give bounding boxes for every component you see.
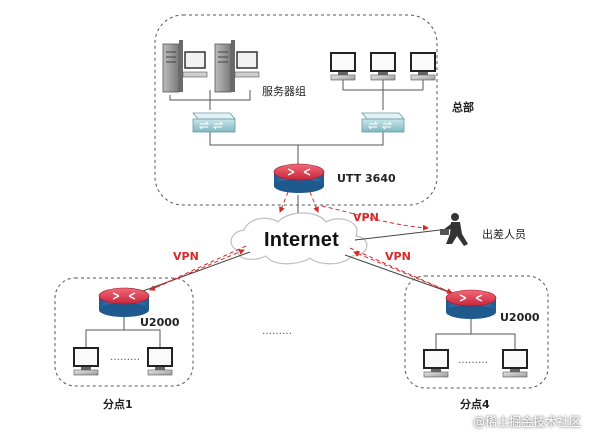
branch-right-wiring bbox=[435, 319, 516, 350]
headquarters-boundary bbox=[154, 14, 438, 206]
branch-left-pc-1 bbox=[73, 347, 99, 376]
branch-left-ellipsis: ……… bbox=[110, 352, 140, 363]
vpn-label-right: VPN bbox=[385, 250, 411, 263]
internet-cloud bbox=[230, 212, 368, 265]
branch-right-ellipsis: ……… bbox=[458, 355, 488, 366]
vpn-tunnels bbox=[149, 191, 453, 294]
branch-left-boundary bbox=[54, 277, 194, 387]
hq-switch-left bbox=[192, 112, 236, 133]
hq-wiring bbox=[169, 80, 424, 218]
branch-right-pc-2 bbox=[502, 349, 528, 378]
branch-right-site-label: 分点4 bbox=[460, 398, 490, 411]
vpn-label-left: VPN bbox=[173, 250, 199, 263]
branch-right-boundary bbox=[404, 275, 549, 389]
branch-right-pc-1 bbox=[423, 349, 449, 378]
running-person-icon bbox=[440, 213, 468, 246]
server-group-label: 服务器组 bbox=[262, 85, 306, 98]
hq-switch-right bbox=[361, 112, 405, 133]
hq-pc-2 bbox=[370, 52, 396, 81]
hq-router bbox=[273, 163, 325, 193]
hq-pc-1 bbox=[330, 52, 356, 81]
branch-left-site-label: 分点1 bbox=[103, 398, 133, 411]
branch-left-pc-2 bbox=[147, 347, 173, 376]
middle-ellipsis: ……… bbox=[262, 326, 292, 337]
branch-right-router-label: U2000 bbox=[500, 311, 540, 324]
hq-router-label: UTT 3640 bbox=[337, 172, 396, 185]
server-left bbox=[162, 40, 208, 93]
branch-left-router bbox=[98, 287, 150, 317]
branch-right-router bbox=[445, 289, 497, 319]
server-right bbox=[214, 40, 260, 93]
remote-user-label: 出差人员 bbox=[482, 228, 526, 241]
branch-left-wiring bbox=[85, 317, 161, 348]
hq-pc-3 bbox=[410, 52, 436, 81]
vpn-label-hq: VPN bbox=[353, 211, 379, 224]
watermark: @稀土掘金技术社区 bbox=[473, 415, 582, 429]
internet-label: Internet bbox=[264, 229, 339, 251]
branch-left-router-label: U2000 bbox=[140, 316, 180, 329]
headquarters-label: 总部 bbox=[452, 101, 474, 114]
